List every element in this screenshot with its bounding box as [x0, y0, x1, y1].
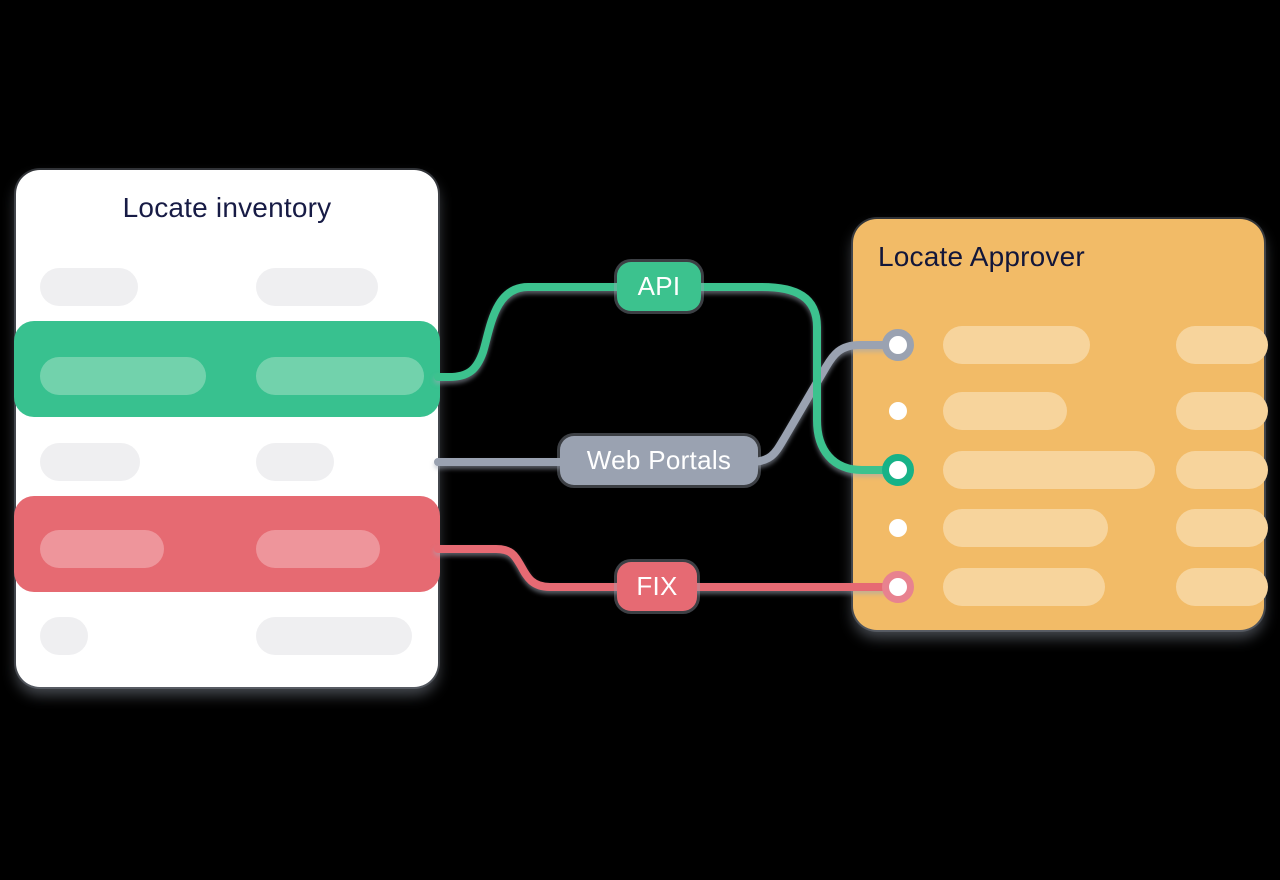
placeholder-pill	[1176, 509, 1268, 547]
placeholder-pill	[40, 617, 88, 655]
web-portals-badge: Web Portals	[560, 436, 758, 485]
api-connector-line	[434, 283, 898, 474]
placeholder-pill	[1176, 392, 1268, 430]
placeholder-pill	[256, 617, 412, 655]
placeholder-pill	[40, 357, 206, 395]
api-badge-label: API	[637, 271, 681, 301]
placeholder-pill	[40, 443, 140, 481]
placeholder-pill	[943, 451, 1155, 489]
approver-card: Locate Approver	[853, 219, 1268, 630]
inventory-card: Locate inventory	[14, 170, 440, 687]
fix-connector-line	[434, 545, 898, 591]
placeholder-pill	[40, 530, 164, 568]
placeholder-pill	[256, 443, 334, 481]
web-portals-badge-label: Web Portals	[586, 445, 732, 475]
placeholder-pill	[256, 357, 424, 395]
approver-card-title: Locate Approver	[878, 241, 1085, 272]
placeholder-pill	[40, 268, 138, 306]
placeholder-pill	[943, 568, 1105, 606]
inventory-card-title: Locate inventory	[122, 192, 332, 223]
placeholder-pill	[256, 530, 380, 568]
placeholder-pill	[943, 392, 1067, 430]
placeholder-pill	[256, 268, 378, 306]
port-ring-green	[882, 454, 914, 486]
api-badge: API	[617, 262, 701, 311]
port-ring-gray	[882, 329, 914, 361]
port-dot	[889, 402, 907, 420]
fix-badge: FIX	[617, 562, 697, 611]
web-portals-connector-line	[434, 341, 898, 466]
placeholder-pill	[1176, 568, 1268, 606]
placeholder-pill	[1176, 451, 1268, 489]
fix-badge-label: FIX	[636, 571, 678, 601]
placeholder-pill	[943, 509, 1108, 547]
placeholder-pill	[943, 326, 1090, 364]
port-ring-red	[882, 571, 914, 603]
placeholder-pill	[1176, 326, 1268, 364]
port-dot	[889, 519, 907, 537]
